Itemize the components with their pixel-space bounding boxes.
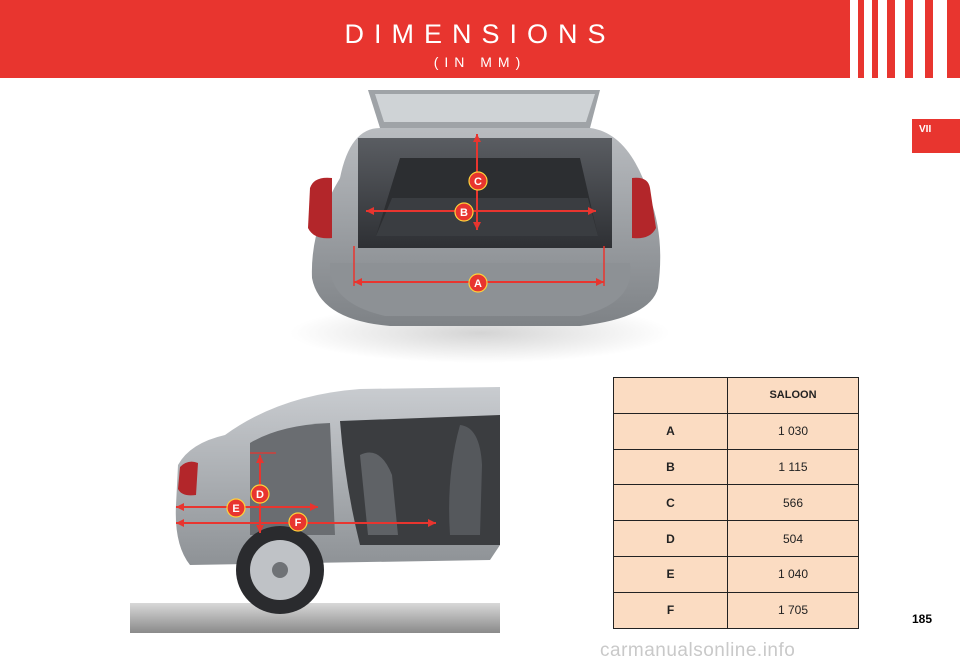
marker-e-label: E bbox=[232, 503, 239, 515]
rear-view-illustration bbox=[290, 90, 670, 363]
page-number: 185 bbox=[912, 612, 933, 626]
table-row: D 504 bbox=[613, 520, 859, 557]
row-key: C bbox=[613, 484, 728, 522]
row-key: D bbox=[613, 520, 728, 557]
row-value: 1 115 bbox=[727, 448, 859, 486]
row-value: 1 705 bbox=[727, 591, 859, 629]
row-key: F bbox=[613, 591, 728, 629]
table-row: A 1 030 bbox=[613, 412, 859, 450]
marker-c: C bbox=[468, 171, 488, 191]
page-title: DIMENSIONS bbox=[344, 19, 616, 49]
row-value: 1 040 bbox=[727, 555, 859, 593]
marker-d: D bbox=[250, 484, 270, 504]
marker-f: F bbox=[288, 512, 308, 532]
side-view-illustration bbox=[130, 387, 500, 633]
header-stripes bbox=[842, 0, 960, 78]
table-row: B 1 115 bbox=[613, 448, 859, 486]
table-header-blank bbox=[613, 377, 728, 414]
header-bar bbox=[0, 0, 960, 78]
marker-d-label: D bbox=[256, 489, 264, 501]
marker-b-label: B bbox=[460, 207, 468, 219]
marker-c-label: C bbox=[474, 176, 482, 188]
table-header-row: SALOON bbox=[613, 377, 859, 414]
row-value: 1 030 bbox=[727, 412, 859, 450]
row-value: 504 bbox=[727, 520, 859, 557]
table-header-saloon: SALOON bbox=[727, 377, 859, 414]
chapter-tab-label: VII bbox=[919, 124, 932, 135]
marker-a-label: A bbox=[474, 278, 482, 290]
row-value: 566 bbox=[727, 484, 859, 522]
table-row: F 1 705 bbox=[613, 591, 859, 629]
marker-b: B bbox=[454, 202, 474, 222]
row-key: E bbox=[613, 555, 728, 593]
watermark: carmanualsonline.info bbox=[600, 640, 796, 661]
row-key: A bbox=[613, 412, 728, 450]
chapter-tab bbox=[912, 119, 960, 153]
table-row: C 566 bbox=[613, 484, 859, 522]
dimensions-table: SALOON A 1 030 B 1 115 C 566 D 504 E 1 0… bbox=[613, 377, 859, 629]
marker-a: A bbox=[468, 273, 488, 293]
page-subtitle: (IN MM) bbox=[433, 54, 527, 70]
row-key: B bbox=[613, 448, 728, 486]
marker-f-label: F bbox=[295, 517, 302, 529]
table-row: E 1 040 bbox=[613, 555, 859, 593]
marker-e: E bbox=[226, 498, 246, 518]
